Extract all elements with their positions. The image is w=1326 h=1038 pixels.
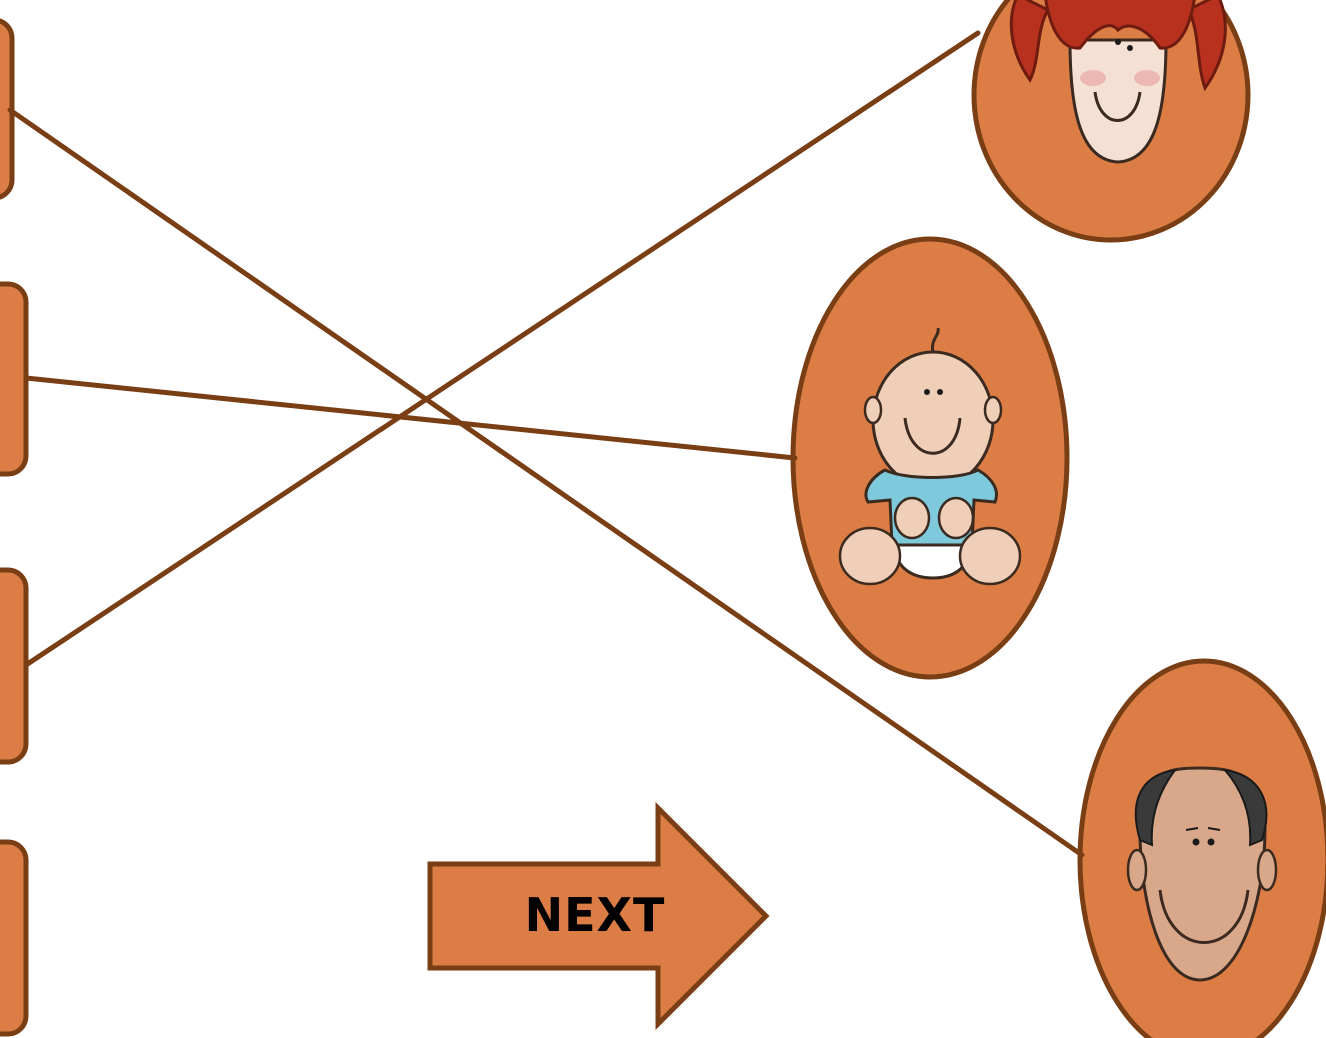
answer-box-4[interactable] [0, 839, 29, 1037]
baby-in-blue-shirt-icon [838, 327, 1022, 586]
connection-line-box3-girl [23, 30, 981, 668]
right-arrow-icon [427, 801, 770, 1031]
answer-box-2[interactable] [0, 281, 29, 477]
girl-with-red-pigtails-icon [1009, 0, 1227, 164]
man-picture[interactable] [1077, 658, 1326, 1038]
answer-box-3[interactable] [0, 567, 29, 765]
bald-man-face-icon [1126, 766, 1278, 982]
connection-line-box1-man [7, 107, 1085, 858]
connection-line-box2-baby [23, 375, 798, 461]
next-button[interactable] [427, 801, 770, 1031]
baby-picture[interactable] [790, 236, 1070, 680]
girl-picture[interactable] [971, 0, 1251, 243]
